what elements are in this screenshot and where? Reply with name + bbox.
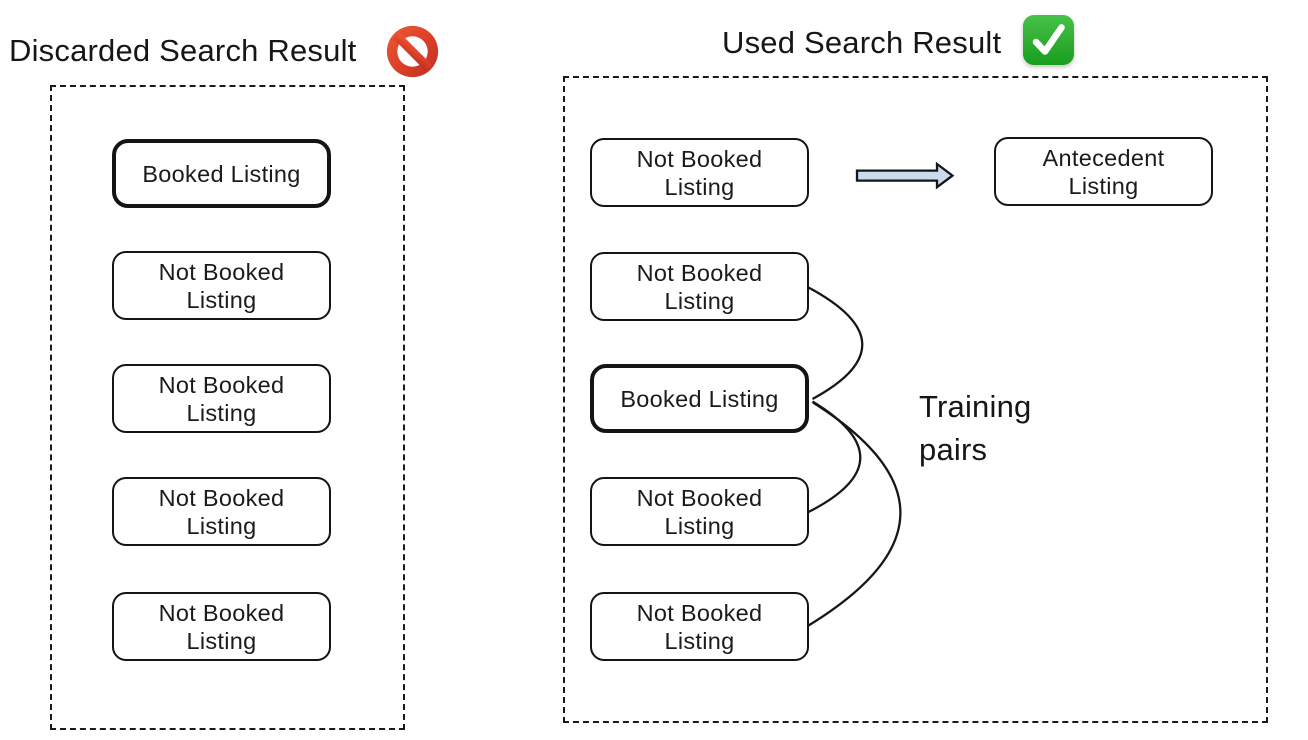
not-booked-listing-box: Not Booked Listing xyxy=(590,252,809,321)
listing-label: Not Booked Listing xyxy=(158,258,285,313)
not-booked-listing-box: Not Booked Listing xyxy=(112,477,331,546)
booked-listing-box: Booked Listing xyxy=(590,364,809,433)
discarded-container: Booked Listing Not Booked Listing Not Bo… xyxy=(50,85,405,730)
used-container: Not Booked Listing Antecedent Listing No… xyxy=(563,76,1268,723)
not-booked-listing-box: Not Booked Listing xyxy=(112,364,331,433)
training-pairs-label: Training pairs xyxy=(919,389,1032,467)
prohibited-icon xyxy=(386,25,439,78)
listing-label: Not Booked Listing xyxy=(636,259,763,314)
antecedent-listing-box: Antecedent Listing xyxy=(994,137,1213,206)
used-panel-title: Used Search Result xyxy=(722,25,1002,60)
not-booked-listing-box: Not Booked Listing xyxy=(590,138,809,207)
not-booked-listing-box: Not Booked Listing xyxy=(590,477,809,546)
listing-label: Not Booked Listing xyxy=(636,484,763,539)
listing-label: Booked Listing xyxy=(620,385,779,412)
booked-listing-box: Booked Listing xyxy=(112,139,331,208)
listing-label: Not Booked Listing xyxy=(636,145,763,200)
listing-label: Booked Listing xyxy=(142,160,301,187)
listing-label: Not Booked Listing xyxy=(158,484,285,539)
listing-label: Antecedent Listing xyxy=(1042,144,1165,199)
not-booked-listing-box: Not Booked Listing xyxy=(112,251,331,320)
not-booked-listing-box: Not Booked Listing xyxy=(112,592,331,661)
listing-label: Not Booked Listing xyxy=(158,371,285,426)
not-booked-listing-box: Not Booked Listing xyxy=(590,592,809,661)
check-mark-icon xyxy=(1023,15,1074,65)
listing-label: Not Booked Listing xyxy=(158,599,285,654)
discarded-panel-title: Discarded Search Result xyxy=(9,33,357,68)
listing-label: Not Booked Listing xyxy=(636,599,763,654)
